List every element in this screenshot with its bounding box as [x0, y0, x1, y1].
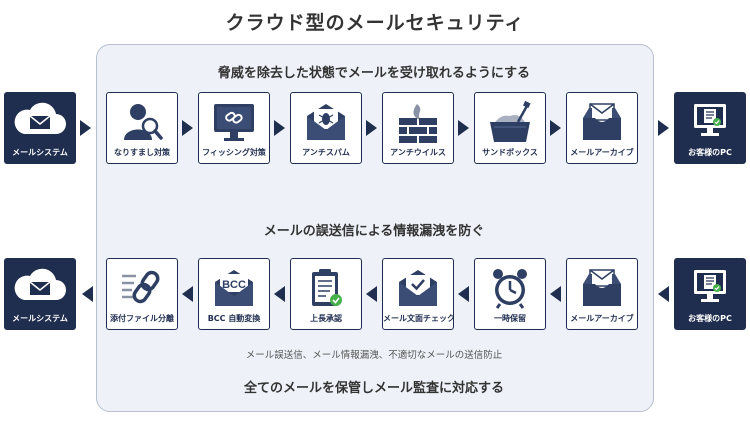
step-sandbox: サンドボックス [474, 92, 546, 164]
step-anti-spam: アンチスパム [290, 92, 362, 164]
step-label: アンチスパム [302, 148, 350, 157]
step-label: 上長承認 [310, 314, 342, 323]
flow-arrow [366, 120, 377, 136]
alarm-clock-icon [475, 265, 545, 311]
mail-system-label: メールシステム [12, 314, 68, 323]
sandbox-icon [475, 99, 545, 145]
envelope-bug-icon [291, 99, 361, 145]
chain-link-icon [107, 265, 177, 311]
step-label: メールアーカイブ [570, 148, 634, 157]
step-mail-content-check: メール文面チェック [382, 258, 455, 330]
step-label: アンチウイルス [390, 148, 446, 157]
customer-pc-label: お客様のPC [688, 314, 732, 323]
step-label: 添付ファイル分離 [110, 314, 174, 323]
flow-arrow [82, 286, 93, 302]
inbox-archive-icon [567, 99, 637, 145]
bottom-heading: 全てのメールを保管しメール監査に対応する [243, 381, 504, 396]
flow-arrow [274, 120, 285, 136]
envelope-check-icon [383, 265, 453, 311]
mail-system-label: メールシステム [12, 148, 68, 157]
flow-arrow [182, 120, 193, 136]
step-label: なりすまし対策 [114, 148, 170, 157]
computer-icon [674, 264, 746, 308]
bottom-note: メール誤送信、メール情報漏洩、不適切なメールの送信防止 [245, 350, 503, 361]
step-bcc-conversion: BCC BCC 自動変換 [198, 258, 270, 330]
customer-pc-label: お客様のPC [688, 148, 732, 157]
step-mail-archive: メールアーカイブ [566, 92, 638, 164]
customer-pc-box: お客様のPC [674, 258, 746, 330]
flow-arrow [366, 286, 377, 302]
step-temporary-hold: 一時保留 [474, 258, 546, 330]
step-phishing-protection: フィッシング対策 [198, 92, 270, 164]
flow-arrow [658, 120, 669, 136]
step-attachment-separation: 添付ファイル分離 [106, 258, 178, 330]
step-anti-virus: アンチウイルス [382, 92, 454, 164]
flow-arrow [550, 120, 561, 136]
user-magnifier-icon [107, 99, 177, 145]
step-label: メールアーカイブ [570, 314, 634, 323]
step-mail-archive: メールアーカイブ [566, 258, 638, 330]
middle-heading: メールの誤送信による情報漏洩を防ぐ [263, 224, 485, 239]
flow-arrow [274, 286, 285, 302]
flow-arrow [458, 120, 469, 136]
bcc-envelope-icon: BCC [199, 265, 269, 311]
computer-icon [674, 98, 746, 142]
cloud-mail-icon [4, 98, 76, 142]
step-label: サンドボックス [482, 148, 538, 157]
step-label: 一時保留 [494, 314, 526, 323]
top-heading: 脅威を除去した状態でメールを受け取れるようにする [217, 66, 531, 81]
step-spoofing-protection: なりすまし対策 [106, 92, 178, 164]
flow-arrow [182, 286, 193, 302]
customer-pc-box: お客様のPC [674, 92, 746, 164]
flow-arrow [458, 286, 469, 302]
step-manager-approval: 上長承認 [290, 258, 362, 330]
clipboard-check-icon [291, 265, 361, 311]
step-label: メール文面チェック [383, 314, 455, 323]
service-panel [96, 44, 654, 412]
step-label: フィッシング対策 [202, 148, 266, 157]
monitor-link-icon [199, 99, 269, 145]
flow-arrow [550, 286, 561, 302]
firewall-icon [383, 99, 453, 145]
mail-system-box: メールシステム [4, 92, 76, 164]
inbox-archive-icon [567, 265, 637, 311]
step-label: BCC 自動変換 [207, 314, 261, 323]
page-title: クラウド型のメールセキュリティ [225, 12, 525, 34]
bcc-badge-text: BCC [222, 279, 246, 291]
cloud-mail-icon [4, 264, 76, 308]
flow-arrow [658, 286, 669, 302]
flow-arrow [80, 120, 91, 136]
mail-system-box: メールシステム [4, 258, 76, 330]
